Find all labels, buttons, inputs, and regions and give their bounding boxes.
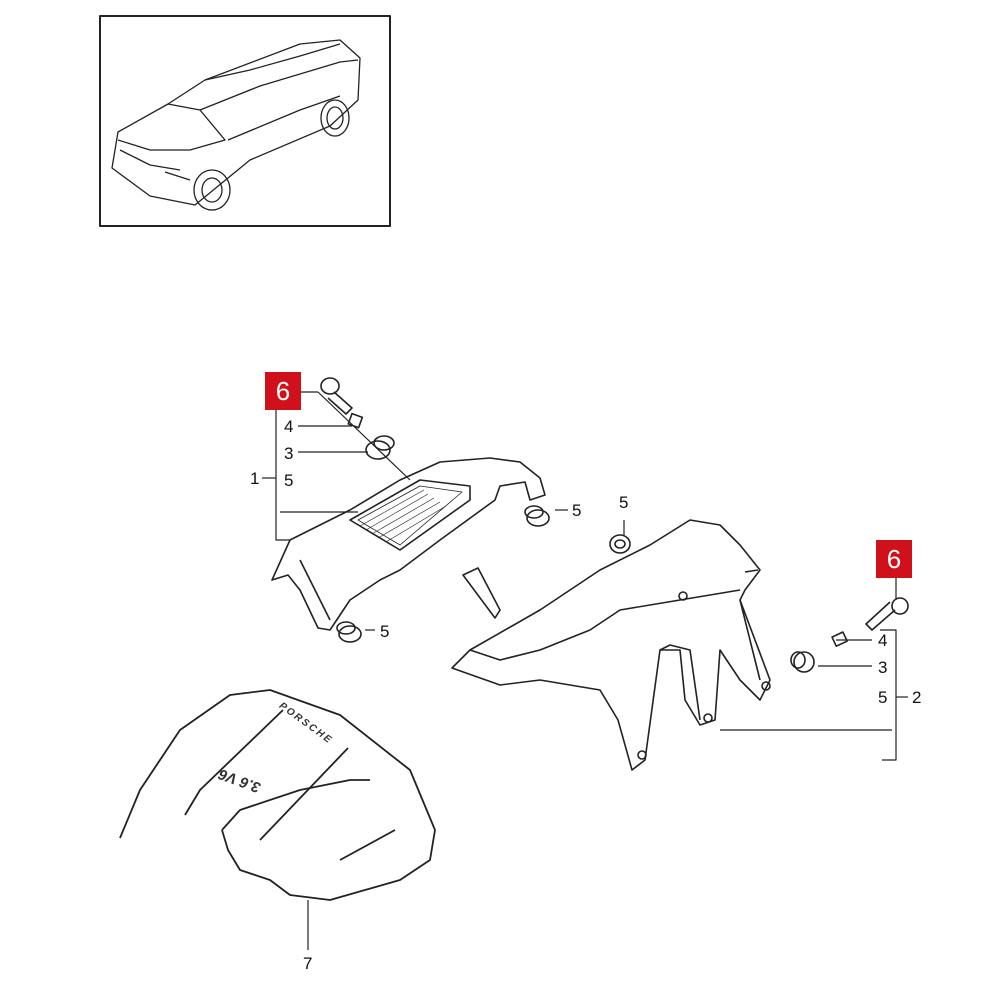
grommet-left-icon [365,435,395,460]
callout-5-right-bracket: 5 [878,688,888,707]
callout-5-left-bracket: 5 [284,471,294,490]
callout-3-left: 3 [284,444,294,463]
grommet-mid-icon [524,505,550,527]
callout-4-right: 4 [878,631,888,650]
design-cover [119,689,436,901]
callout-5-grommet-top: 5 [619,493,629,512]
grommet-right-icon [790,651,815,673]
callout-1: 1 [250,469,260,488]
vehicle-icon [111,39,361,211]
highlight-callout-6-left[interactable]: 6 [265,372,301,410]
callout-4-left: 4 [284,417,294,436]
callout-lines [262,391,908,950]
callout-5-grommet-lower: 5 [380,622,390,641]
vehicle-thumbnail-frame [99,15,391,227]
bolt-right-icon [865,597,909,631]
callout-5-grommet-mid: 5 [572,501,582,520]
highlight-callout-6-right[interactable]: 6 [876,540,912,578]
spacer-right-icon [831,631,848,647]
grommet-lower-icon [336,621,362,643]
callout-7: 7 [303,954,313,973]
callout-2: 2 [912,688,922,707]
engine-cover-right [451,519,771,771]
callout-3-right: 3 [878,658,888,677]
bolt-left-icon [320,377,353,415]
spacer-left-icon [347,412,364,429]
grommet-top-icon [609,534,631,554]
engine-cover-left [271,457,546,631]
